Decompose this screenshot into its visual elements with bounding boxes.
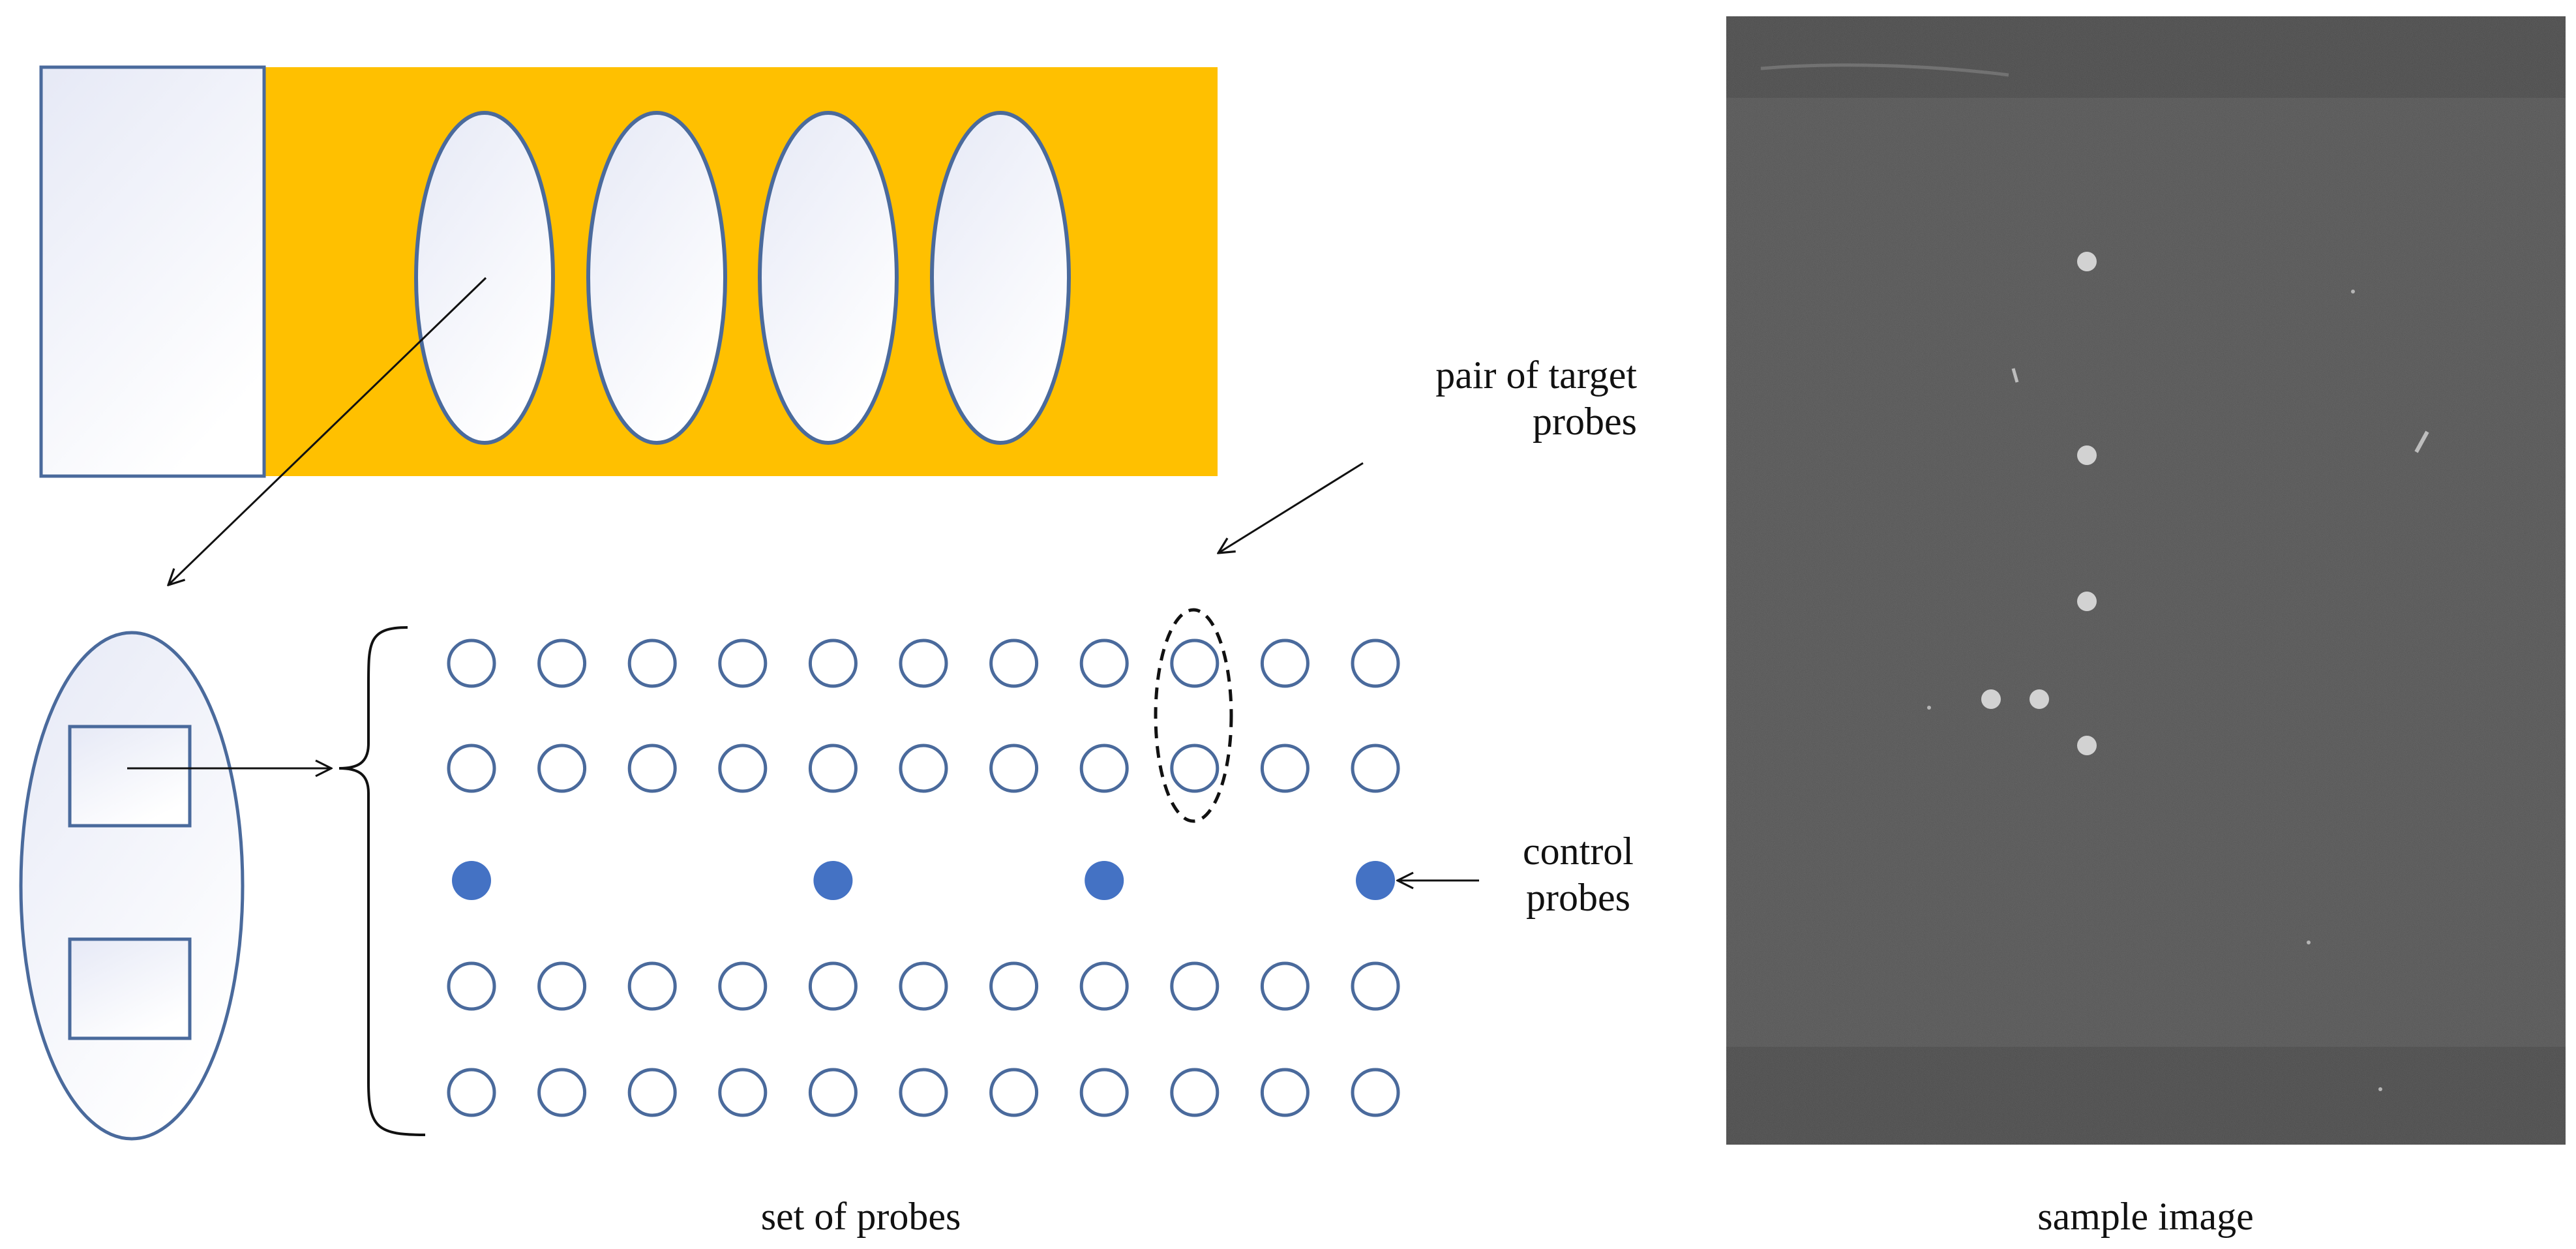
- target-probe-row-2-col-4: [718, 744, 768, 793]
- sample-speck-2: [2011, 368, 2019, 383]
- target-probe-row-3-col-8: [1079, 961, 1129, 1011]
- target-probe-row-4-col-5: [808, 1068, 858, 1117]
- sample-speck-6: [2307, 941, 2311, 944]
- target-probe-row-3-col-4: [718, 961, 768, 1011]
- sample-speck-3: [2351, 290, 2355, 293]
- target-probe-row-1-col-7: [989, 639, 1039, 688]
- target-probe-row-2-col-1: [447, 744, 496, 793]
- well-region-2: [68, 937, 192, 1040]
- well-detail: [19, 631, 245, 1141]
- target-probe-row-4-col-1: [447, 1068, 496, 1117]
- slide-label-area: [39, 65, 266, 478]
- target-probe-row-1-col-2: [537, 639, 587, 688]
- target-probe-row-3-col-11: [1351, 961, 1400, 1011]
- target-probe-row-4-col-3: [627, 1068, 677, 1117]
- target-probe-row-3-col-6: [899, 961, 948, 1011]
- target-probe-row-1-col-5: [808, 639, 858, 688]
- target-probe-row-3-col-1: [447, 961, 496, 1011]
- well-region-1: [68, 725, 192, 828]
- target-probe-row-4-col-2: [537, 1068, 587, 1117]
- control-probes-label: control probes: [1523, 828, 1634, 921]
- sample-image: [1726, 16, 2566, 1145]
- slide-well-2: [586, 111, 727, 445]
- pair-of-target-probes-label: pair of target probes: [1435, 352, 1637, 445]
- sample-spot-5: [2029, 689, 2049, 709]
- target-probe-row-1-col-3: [627, 639, 677, 688]
- control-label-line-1: control: [1523, 830, 1634, 873]
- target-probe-row-4-col-10: [1260, 1068, 1310, 1117]
- target-probe-row-4-col-4: [718, 1068, 768, 1117]
- target-probe-row-1-col-9: [1170, 639, 1220, 688]
- target-probe-row-1-col-11: [1351, 639, 1400, 688]
- set-of-probes-caption: set of probes: [760, 1195, 961, 1238]
- target-probe-row-3-col-5: [808, 961, 858, 1011]
- target-probe-row-2-col-7: [989, 744, 1039, 793]
- sample-speck-5: [2378, 1087, 2382, 1091]
- target-probe-row-2-col-10: [1260, 744, 1310, 793]
- target-probe-row-3-col-9: [1170, 961, 1220, 1011]
- sample-image-caption: sample image: [2037, 1195, 2254, 1238]
- target-probe-row-2-col-6: [899, 744, 948, 793]
- pair-pointer-arrow: [1218, 462, 1364, 553]
- slide-well-3: [758, 111, 899, 445]
- target-probe-row-4-col-9: [1170, 1068, 1220, 1117]
- slide-frame: [264, 67, 1218, 476]
- target-probe-row-2-col-3: [627, 744, 677, 793]
- target-probe-row-1-col-8: [1079, 639, 1129, 688]
- sample-spot-3: [2077, 592, 2097, 611]
- target-probe-row-4-col-7: [989, 1068, 1039, 1117]
- control-probe-col-5: [813, 861, 853, 900]
- microarray-slide: [39, 65, 1218, 478]
- zoom-arrow-well: [168, 277, 487, 585]
- sample-spot-4: [1981, 689, 2001, 709]
- well-detail-outline: [19, 631, 245, 1141]
- sample-speck-4: [1927, 706, 1931, 710]
- slide-well-4: [930, 111, 1071, 445]
- pair-label-line-1: pair of target: [1435, 354, 1637, 397]
- target-pair-highlight: [1154, 608, 1233, 823]
- sample-spot-2: [2077, 445, 2097, 465]
- control-label-line-2: probes: [1526, 875, 1630, 919]
- control-probe-col-11: [1356, 861, 1395, 900]
- target-probe-row-1-col-6: [899, 639, 948, 688]
- target-probe-row-1-col-4: [718, 639, 768, 688]
- probe-grid: [447, 639, 1400, 1117]
- target-probe-row-3-col-3: [627, 961, 677, 1011]
- target-probe-row-1-col-10: [1260, 639, 1310, 688]
- probe-set-brace: [338, 626, 426, 1136]
- control-probe-col-8: [1085, 861, 1124, 900]
- sample-streak: [1760, 63, 2009, 77]
- target-probe-row-2-col-8: [1079, 744, 1129, 793]
- sample-spots: [1981, 252, 2097, 755]
- target-probe-row-4-col-8: [1079, 1068, 1129, 1117]
- sample-speck-1: [2414, 430, 2429, 453]
- target-probe-row-2-col-5: [808, 744, 858, 793]
- target-probe-row-3-col-7: [989, 961, 1039, 1011]
- sample-spot-1: [2077, 252, 2097, 271]
- control-probe-col-1: [452, 861, 491, 900]
- target-probe-row-3-col-2: [537, 961, 587, 1011]
- target-probe-row-2-col-11: [1351, 744, 1400, 793]
- target-probe-row-4-col-6: [899, 1068, 948, 1117]
- target-probe-row-4-col-11: [1351, 1068, 1400, 1117]
- sample-image-noise: [1726, 16, 2566, 1145]
- target-probe-row-1-col-1: [447, 639, 496, 688]
- target-probe-row-2-col-2: [537, 744, 587, 793]
- pair-label-line-2: probes: [1533, 399, 1637, 443]
- sample-spot-6: [2077, 736, 2097, 755]
- target-probe-row-2-col-9: [1170, 744, 1220, 793]
- target-probe-row-3-col-10: [1260, 961, 1310, 1011]
